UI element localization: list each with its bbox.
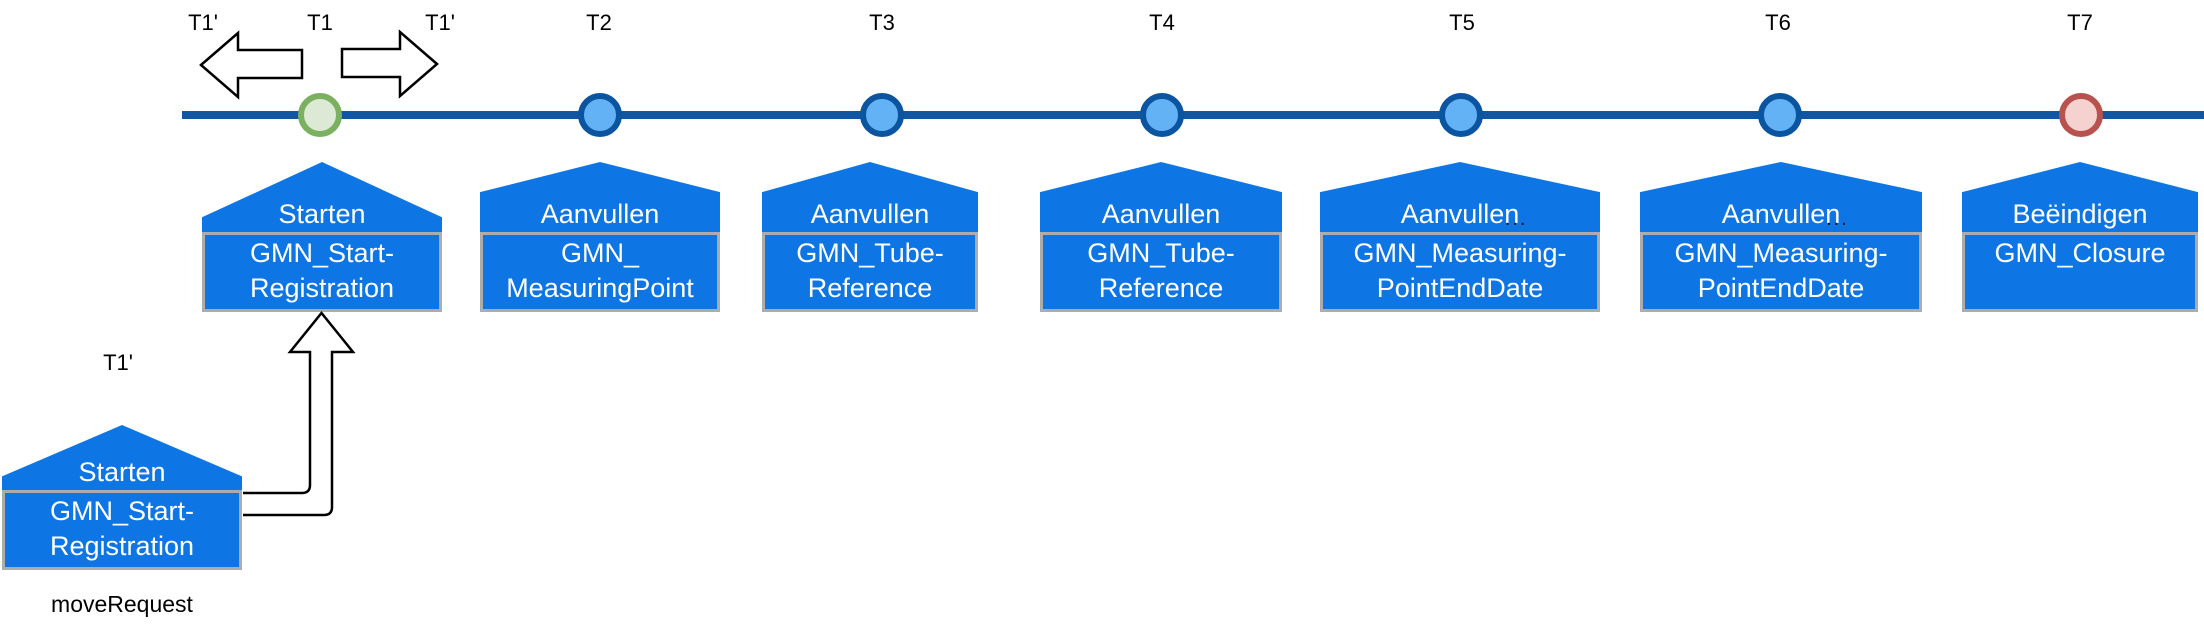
event-message-moved: GMN_Start- Registration <box>2 490 242 570</box>
event-roof-t4: Aanvullen <box>1040 162 1282 232</box>
event-message-line1: GMN_ <box>560 238 639 268</box>
event-message-line1: GMN_Closure <box>1994 238 2166 268</box>
event-message-t1: GMN_Start- Registration <box>202 232 442 312</box>
move-request-arrow <box>243 311 356 517</box>
event-message-line2: MeasuringPoint <box>506 273 694 303</box>
event-roof-t2: Aanvullen <box>480 162 720 232</box>
event-message-line1: GMN_Start- <box>249 238 395 268</box>
event-box-t3: Aanvullen GMN_Tube- Reference <box>762 162 978 312</box>
event-box-t6: Aanvullen ... GMN_Measuring- PointEndDat… <box>1640 162 1922 312</box>
event-message-line2: Registration <box>249 273 395 303</box>
event-message-line2: PointEndDate <box>1376 273 1544 303</box>
label-t3: T3 <box>869 10 895 35</box>
event-roof-t7: Beëindigen <box>1962 162 2198 232</box>
event-action-t1: Starten <box>278 199 366 229</box>
event-message-line2: Reference <box>807 273 933 303</box>
event-message-t6: GMN_Measuring- PointEndDate <box>1640 232 1922 312</box>
event-action-t5: Aanvullen <box>1400 199 1520 229</box>
event-message-t2: GMN_ MeasuringPoint <box>480 232 720 312</box>
event-action-t2: Aanvullen <box>540 199 660 229</box>
label-t5: T5 <box>1449 10 1475 35</box>
event-message-line2: PointEndDate <box>1697 273 1865 303</box>
event-roof-t6: Aanvullen ... <box>1640 162 1922 232</box>
event-ellipsis-t6: ... <box>1826 208 1849 230</box>
timeline-node-t7 <box>2059 93 2103 137</box>
label-t1-prime-right: T1' <box>425 10 455 35</box>
move-left-arrow-icon <box>199 30 304 100</box>
event-message-line1: GMN_Measuring- <box>1674 238 1888 268</box>
timeline-node-t2 <box>578 93 622 137</box>
event-message-line1: GMN_Tube- <box>796 238 944 268</box>
event-message-t5: GMN_Measuring- PointEndDate <box>1320 232 1600 312</box>
event-message-t4: GMN_Tube- Reference <box>1040 232 1282 312</box>
event-message-line1: GMN_Start- <box>49 496 195 526</box>
event-action-t6: Aanvullen <box>1721 199 1841 229</box>
label-t1-prime-left: T1' <box>188 10 218 35</box>
label-t4: T4 <box>1149 10 1175 35</box>
event-message-t7: GMN_Closure <box>1962 232 2198 312</box>
label-moved-t1-prime: T1' <box>103 350 133 375</box>
event-box-t2: Aanvullen GMN_ MeasuringPoint <box>480 162 720 312</box>
timeline-node-t1 <box>298 93 342 137</box>
event-message-line1: GMN_Tube- <box>1087 238 1235 268</box>
event-message-line2: Reference <box>1098 273 1224 303</box>
event-box-t7: Beëindigen GMN_Closure <box>1962 162 2198 312</box>
event-roof-t5: Aanvullen ... <box>1320 162 1600 232</box>
event-box-t1: Starten GMN_Start- Registration <box>202 162 442 312</box>
label-t7: T7 <box>2067 10 2093 35</box>
event-action-t3: Aanvullen <box>810 199 930 229</box>
event-roof-t1: Starten <box>202 162 442 232</box>
event-box-moved-t1-prime: Starten GMN_Start- Registration <box>2 425 242 570</box>
event-action-t4: Aanvullen <box>1101 199 1221 229</box>
event-box-t5: Aanvullen ... GMN_Measuring- PointEndDat… <box>1320 162 1600 312</box>
event-action-t7: Beëindigen <box>2012 199 2148 229</box>
timeline-node-t3 <box>860 93 904 137</box>
event-ellipsis-t5: ... <box>1504 208 1528 230</box>
label-t6: T6 <box>1765 10 1791 35</box>
timeline-node-t6 <box>1758 93 1802 137</box>
event-action-moved: Starten <box>78 457 166 487</box>
event-box-t4: Aanvullen GMN_Tube- Reference <box>1040 162 1282 312</box>
move-right-arrow-icon <box>340 29 439 99</box>
timeline-node-t4 <box>1140 93 1184 137</box>
event-message-line1: GMN_Measuring- <box>1353 238 1567 268</box>
event-message-line2: Registration <box>49 531 195 561</box>
label-t1: T1 <box>307 10 333 35</box>
move-request-caption: moveRequest <box>51 591 193 617</box>
timeline-axis <box>182 111 2204 119</box>
timeline-node-t5 <box>1439 93 1483 137</box>
label-t2: T2 <box>586 10 612 35</box>
event-roof-t3: Aanvullen <box>762 162 978 232</box>
event-message-t3: GMN_Tube- Reference <box>762 232 978 312</box>
event-roof-moved: Starten <box>2 425 242 490</box>
